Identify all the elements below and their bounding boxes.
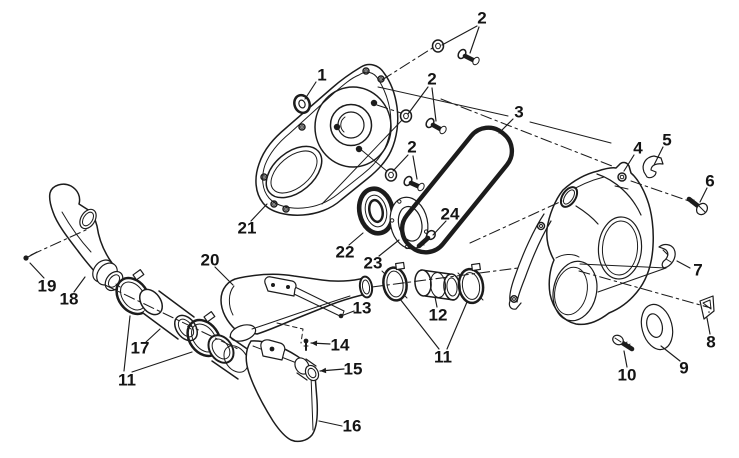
leader-arrow-14 <box>311 340 318 347</box>
leader-8 <box>706 317 711 335</box>
leader-2c <box>392 154 409 172</box>
hose-item12 <box>414 269 461 301</box>
callout-18: 18 <box>60 290 79 309</box>
callout-11-left: 11 <box>118 371 136 390</box>
leader-23 <box>378 239 400 257</box>
fastener-set-2a <box>431 39 480 66</box>
oil-seal-item22 <box>356 186 396 236</box>
callout-4: 4 <box>633 139 643 158</box>
leader-18 <box>73 276 86 293</box>
duct-mount-tab <box>260 339 286 361</box>
upper-duct-item20 <box>220 273 374 344</box>
leader-2b <box>407 86 429 115</box>
leader-10 <box>623 350 628 368</box>
leader-12 <box>434 296 438 308</box>
centerlines <box>30 46 712 350</box>
leader-19 <box>29 262 45 279</box>
duct-bracket-item13 <box>264 276 345 344</box>
leader-2a <box>469 26 480 54</box>
leader-9 <box>660 345 681 362</box>
callout-10: 10 <box>618 366 637 385</box>
leader-16 <box>318 420 343 427</box>
leader-13 <box>340 310 355 317</box>
washer-item9 <box>640 303 674 351</box>
leader-3 <box>498 118 514 134</box>
callout-11-right: 11 <box>434 348 452 367</box>
callout-3: 3 <box>514 103 523 122</box>
leader-20 <box>214 266 234 286</box>
bolt-item6 <box>686 196 709 216</box>
leader-1 <box>304 81 317 100</box>
callout-15: 15 <box>344 360 363 379</box>
leader-11-right <box>399 298 440 350</box>
fitting-item15 <box>294 357 320 382</box>
callout-8: 8 <box>706 333 715 352</box>
screw-item14 <box>303 338 309 351</box>
leader-2a <box>441 25 478 46</box>
callout-9: 9 <box>679 359 688 378</box>
lower-duct-item16 <box>207 334 320 443</box>
hose-clamp-11d <box>457 262 485 305</box>
duct-elbow-item18 <box>48 183 124 292</box>
leader-24 <box>432 220 447 236</box>
leader-7 <box>676 260 691 269</box>
leader-21 <box>250 203 268 222</box>
washer-item1 <box>293 93 311 115</box>
bolt-item10 <box>612 334 635 352</box>
callout-16: 16 <box>343 417 362 436</box>
callout-19: 19 <box>38 277 57 296</box>
callout-22: 22 <box>336 243 355 262</box>
leader-6 <box>699 187 708 203</box>
inner-cover-plate <box>255 63 399 216</box>
bolt-item24 <box>416 229 436 249</box>
clip-item5 <box>642 155 664 179</box>
callout-1: 1 <box>317 66 326 85</box>
callout-2a: 2 <box>477 9 486 28</box>
callout-20: 20 <box>201 251 220 270</box>
clip-item8 <box>699 295 715 320</box>
leader-11-left <box>131 351 193 373</box>
leader-2b <box>431 87 437 122</box>
fastener-set-2c <box>384 168 425 192</box>
callout-12: 12 <box>429 306 448 325</box>
leader-2c <box>412 155 418 180</box>
leader-arrow-15 <box>320 367 327 374</box>
callout-21: 21 <box>238 219 257 238</box>
callout-17: 17 <box>131 339 150 358</box>
leader-5 <box>653 146 664 166</box>
callout-6: 6 <box>705 172 714 191</box>
leader-11-left <box>123 315 131 372</box>
callout-14: 14 <box>331 336 350 355</box>
witness-lines <box>321 86 612 205</box>
leader-4 <box>623 154 635 172</box>
callout-2c: 2 <box>407 138 416 157</box>
leader-11-right <box>446 301 468 350</box>
bracket-item7 <box>579 243 676 293</box>
hose-clamp-11c <box>381 261 408 302</box>
leader-17 <box>145 328 161 343</box>
drive-belt <box>399 125 515 255</box>
callout-5: 5 <box>662 131 671 150</box>
leader-22 <box>348 232 364 246</box>
callout-24: 24 <box>441 205 460 224</box>
outer-cover <box>508 161 654 326</box>
callout-7: 7 <box>693 261 702 280</box>
callout-2b: 2 <box>427 70 436 89</box>
callout-23: 23 <box>364 254 383 273</box>
leader-dot-13 <box>338 313 344 319</box>
callout-13: 13 <box>353 299 372 318</box>
